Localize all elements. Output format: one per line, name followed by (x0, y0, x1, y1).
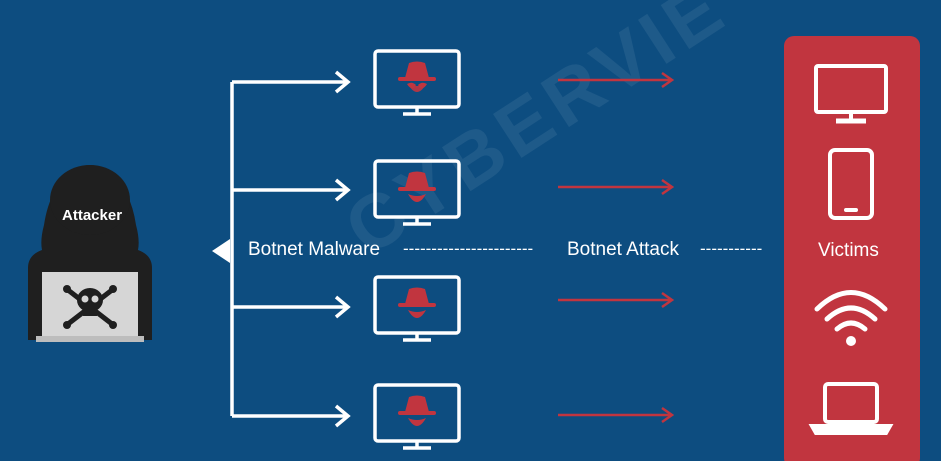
bot-monitor-2 (373, 159, 461, 226)
attacker-label: Attacker (62, 207, 123, 224)
bot-monitor-3 (373, 275, 461, 342)
dashed-connector-1: ----------------------- (403, 239, 534, 258)
branch-pointer-icon (212, 239, 230, 263)
monitor-icon (814, 64, 888, 124)
wifi-icon (814, 290, 888, 346)
dashed-connector-2: ----------- (700, 239, 763, 258)
laptop-icon (808, 382, 894, 435)
victims-label: Victims (818, 240, 879, 261)
distribution-lines (230, 70, 351, 428)
hacker-icon (28, 165, 152, 342)
botnet-attack-label: Botnet Attack (567, 239, 679, 260)
skull-crossbones-icon (63, 285, 117, 329)
smartphone-icon (828, 148, 874, 220)
botnet-malware-label: Botnet Malware (248, 239, 381, 260)
victims-panel (784, 36, 920, 461)
bot-monitor-1 (373, 49, 461, 116)
attack-arrows (558, 71, 675, 424)
bot-monitor-4 (373, 383, 461, 450)
